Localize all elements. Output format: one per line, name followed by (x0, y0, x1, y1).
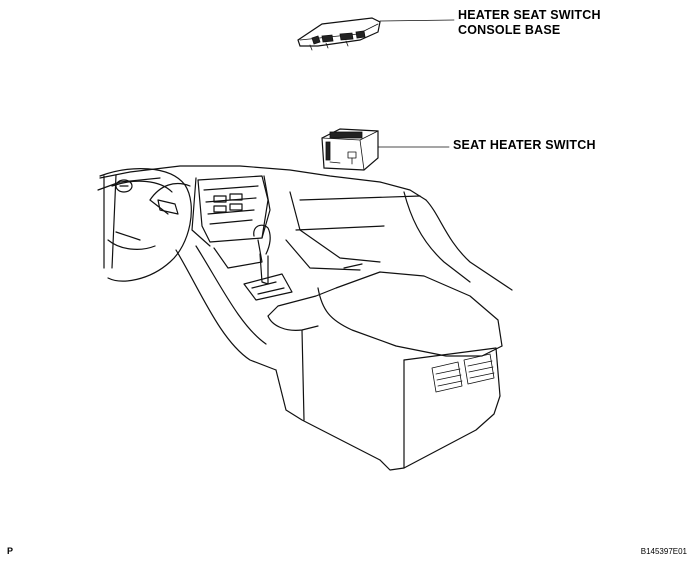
steering-wheel (99, 168, 192, 282)
shift-lever (243, 224, 293, 301)
callout-console-base: HEATER SEAT SWITCH CONSOLE BASE (458, 8, 601, 38)
page-letter: P (7, 546, 14, 556)
dashboard-outline (97, 165, 513, 291)
seat-heater-switch-part (321, 128, 379, 171)
figure-id: B145397E01 (640, 547, 687, 556)
center-stack (191, 175, 271, 269)
console-base-leader (379, 19, 455, 22)
callout-console-base-line1: HEATER SEAT SWITCH (458, 8, 601, 22)
callout-seat-heater-switch: SEAT HEATER SWITCH (453, 138, 596, 152)
center-console (175, 245, 503, 471)
callout-console-base-line2: CONSOLE BASE (458, 23, 561, 37)
rear-air-vents (431, 353, 495, 393)
console-base-part (297, 17, 381, 51)
